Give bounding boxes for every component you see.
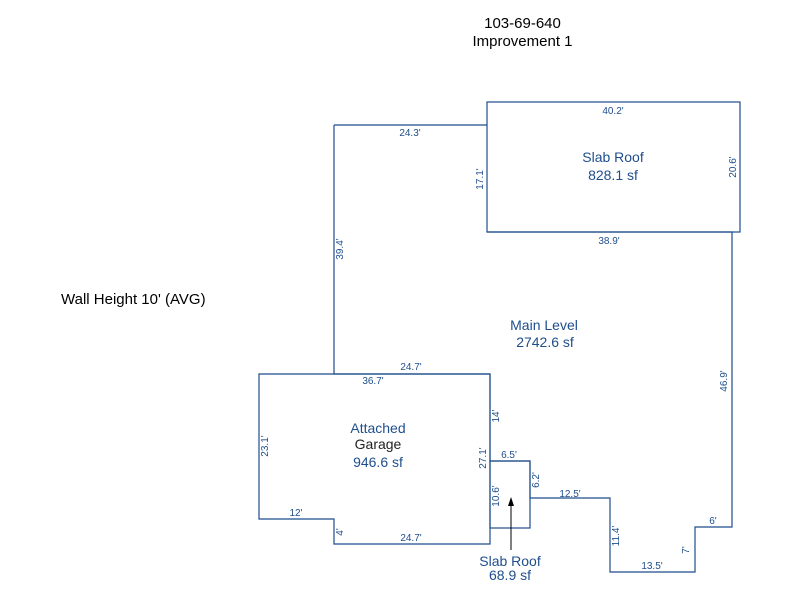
dim-label: 20.6' [728, 156, 739, 177]
improvement-label: Improvement 1 [472, 33, 573, 50]
dim-label: 17.1' [475, 168, 486, 189]
dim-label: 11.4' [611, 526, 622, 547]
slab-roof-small-area: 68.9 sf [489, 567, 531, 583]
slab-roof-small-name: Slab Roof [479, 553, 541, 569]
dim-label: 13.5' [641, 561, 662, 572]
garage-outline [258, 373, 491, 545]
garage-name-line2: Garage [355, 436, 402, 452]
slab-roof-top-area: 828.1 sf [588, 167, 638, 183]
main-level-area: 2742.6 sf [516, 334, 574, 350]
dim-label: 24.7' [400, 533, 421, 544]
dim-label: 6' [709, 516, 717, 527]
slab-roof-top-name: Slab Roof [582, 149, 644, 165]
garage-area: 946.6 sf [353, 454, 403, 470]
garage-name-line1: Attached [350, 420, 405, 436]
dim-label: 4' [335, 528, 346, 536]
wall-height-label: Wall Height 10' (AVG) [61, 291, 206, 308]
pointer-arrow-head [508, 497, 514, 506]
dim-label: 7' [681, 546, 692, 554]
dim-label: 27.1' [478, 447, 489, 468]
dim-label: 10.6' [491, 485, 502, 506]
dim-label: 6.2' [531, 472, 542, 488]
dim-label: 23.1' [260, 435, 271, 456]
small-slab-roof-outline [489, 460, 531, 529]
dim-label: 40.2' [602, 106, 623, 117]
dim-label: 6.5' [501, 450, 517, 461]
dim-label: 24.3' [399, 128, 420, 139]
dim-label: 46.9' [719, 370, 730, 391]
dim-label: 38.9' [598, 236, 619, 247]
main-level-name: Main Level [510, 317, 578, 333]
dim-label: 14' [491, 409, 502, 422]
dim-label: 12.5' [559, 489, 580, 500]
dim-label: 12' [289, 508, 302, 519]
dim-label: 36.7' [362, 376, 383, 387]
parcel-id: 103-69-640 [484, 15, 561, 32]
dim-label: 39.4' [335, 238, 346, 259]
dim-label: 24.7' [400, 362, 421, 373]
